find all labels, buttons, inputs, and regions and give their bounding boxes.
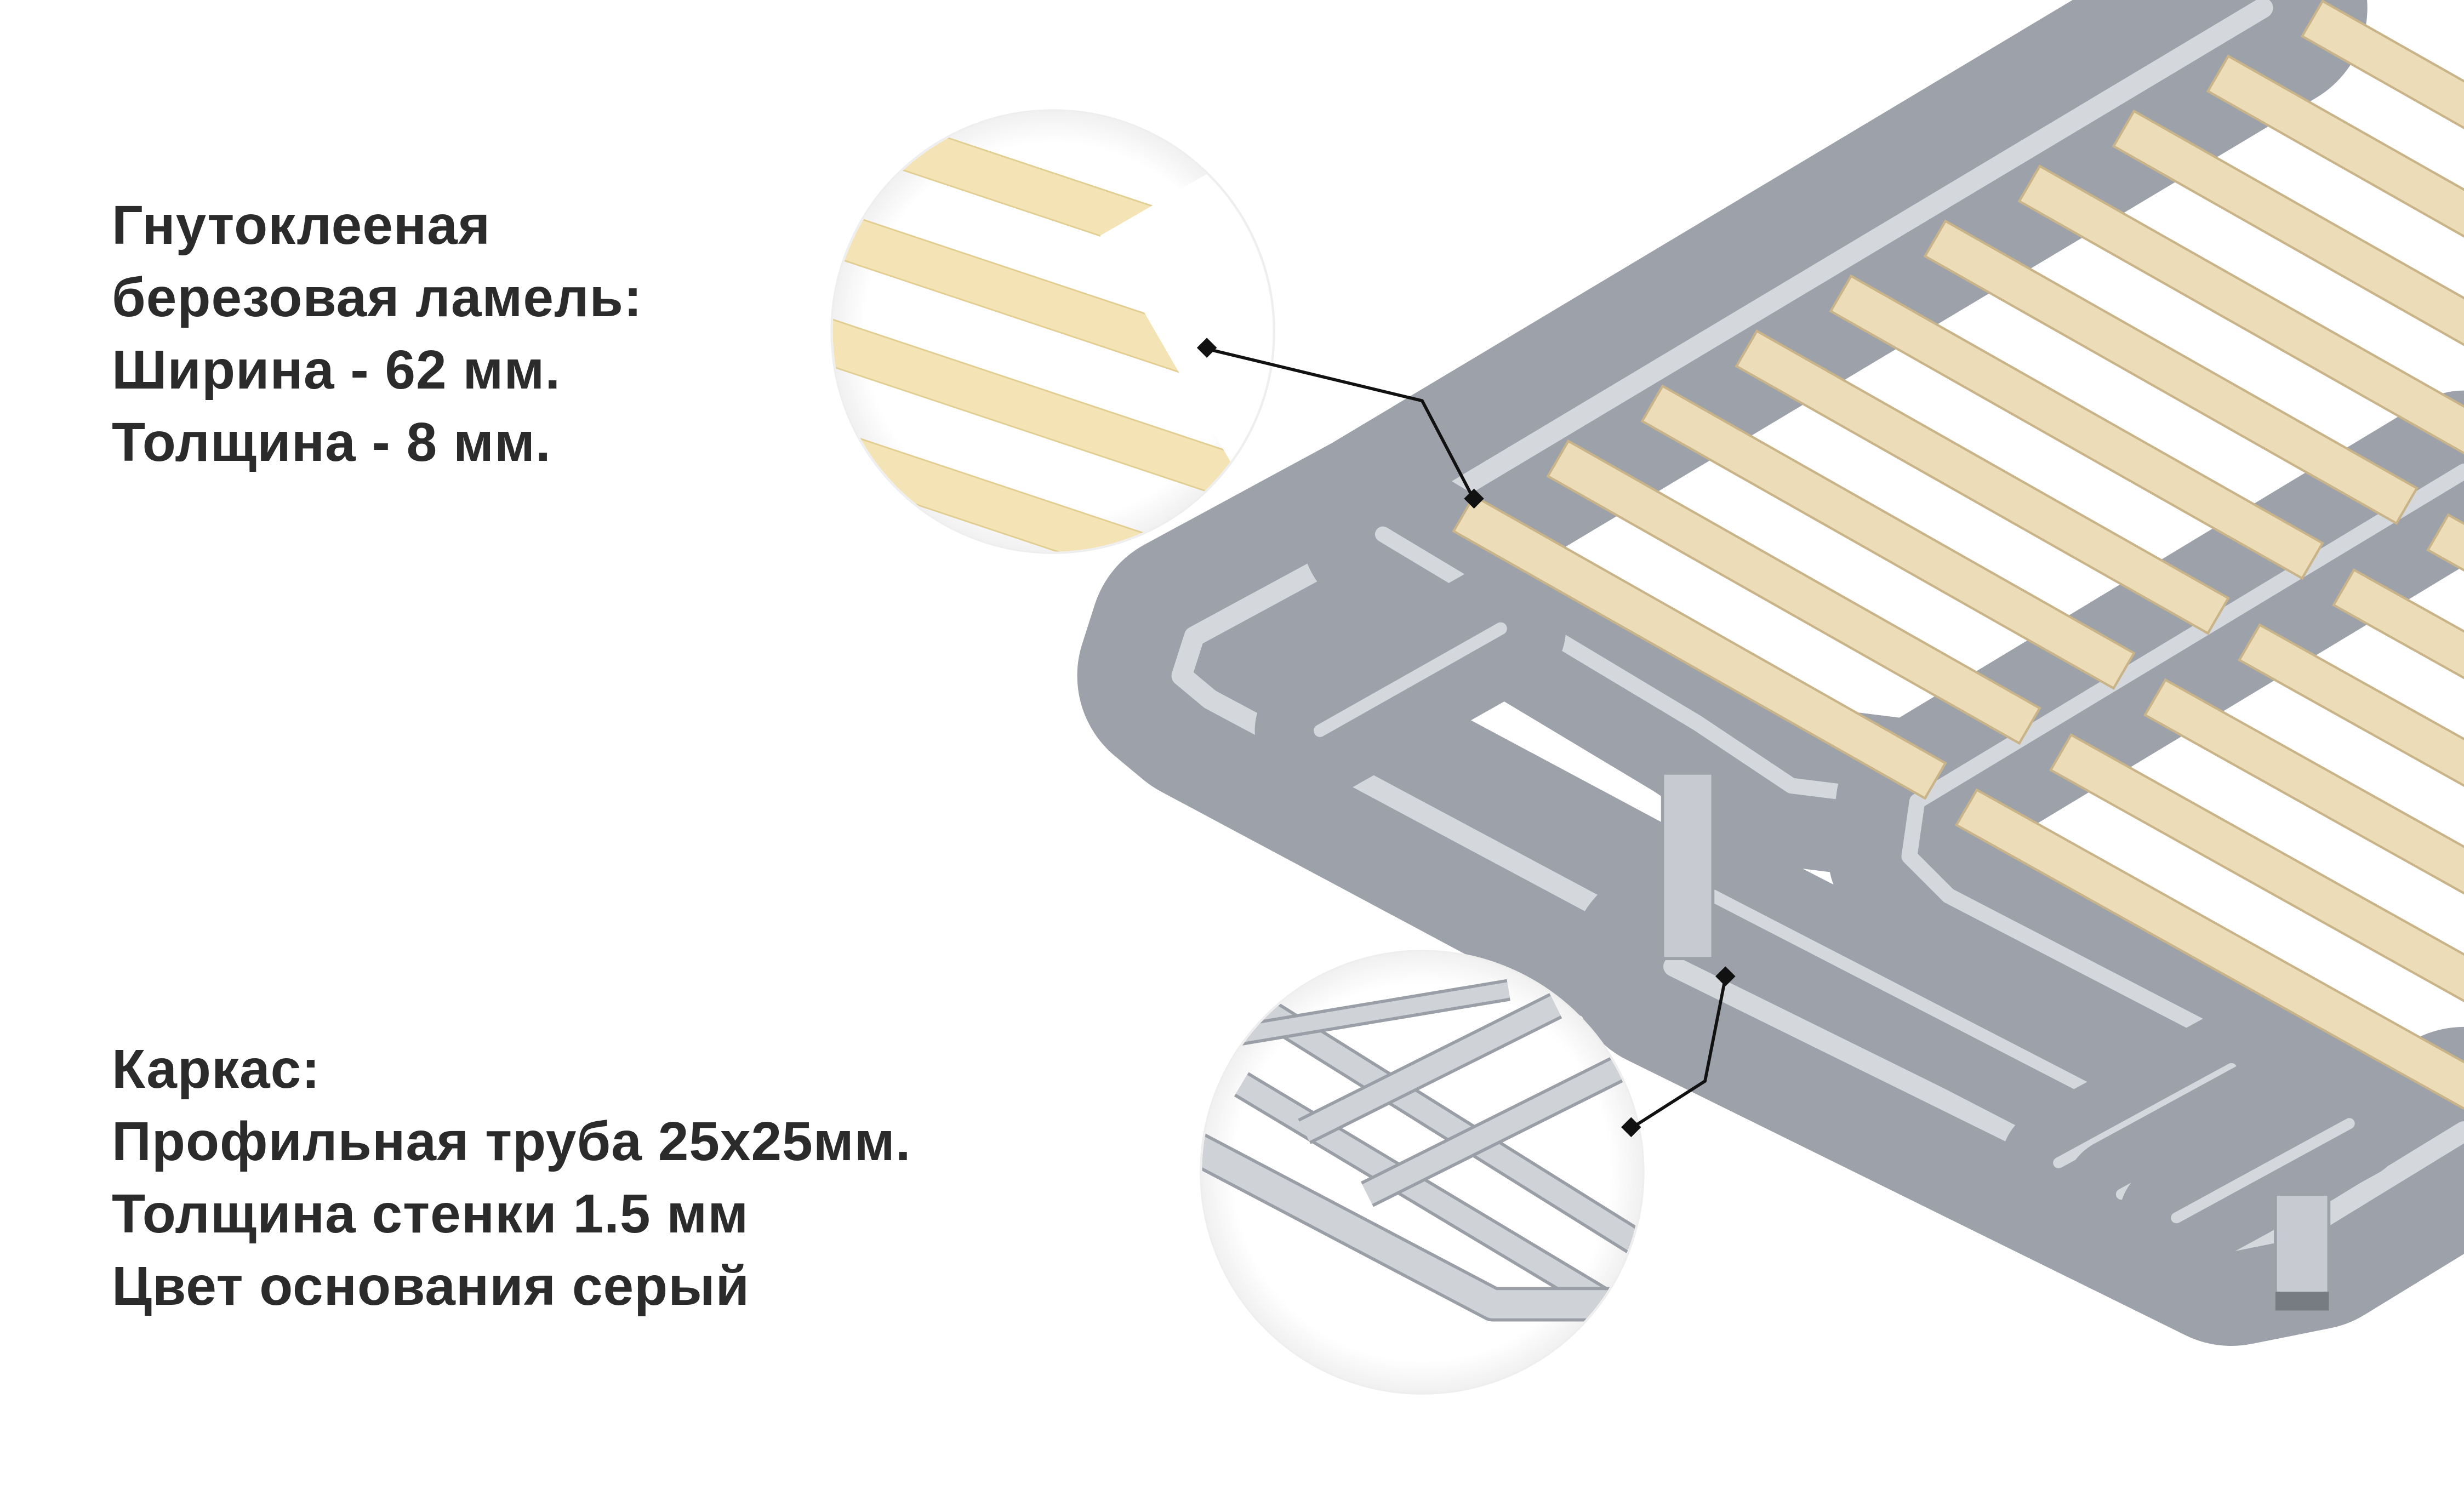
frame-crossbar [2171,1118,2355,1224]
frame-leg [2274,1192,2331,1309]
slat-thickness: Толщина - 8 мм. [112,412,551,473]
frame-front-rail [1663,956,2464,1252]
slat [1452,494,1947,800]
slat-detail-circle [830,109,1275,554]
frame-closeup [1251,996,1640,1251]
frame-detail-circle [1200,950,1645,1395]
slat [2017,164,2464,455]
slat-spec-title: Гнутоклееная [112,195,491,256]
frame-center-beam [1901,463,2464,1171]
frame-crossbar [1314,622,1507,737]
slat [2426,513,2464,572]
slat-closeup [832,313,1273,520]
slat [2300,0,2464,129]
frame-specification: Каркас: Профильная труба 25x25мм. Толщин… [112,1033,911,1322]
frame-spec-title: Каркас: [112,1038,321,1100]
leg-foot [2275,1292,2329,1311]
slat [2332,568,2464,680]
slat-width: Ширина - 62 мм. [112,339,561,401]
slat [1546,439,2041,745]
frame-tube: Профильная труба 25x25мм. [112,1111,911,1172]
slat [2049,733,2464,1002]
slat-spec-title-2: березовая ламель: [112,267,643,328]
slat-specification: Гнутоклееная березовая ламель: Ширина - … [112,189,642,478]
closeup-cut [1100,111,1273,552]
frame-crossbar [2053,1063,2237,1168]
frame-closeup [1202,1134,1642,1318]
slat [1954,788,2464,1110]
wooden-slats [1452,0,2464,1110]
frame-callout-line [1621,966,1736,1138]
frame-wall: Толщина стенки 1.5 мм [112,1183,749,1245]
slat [1640,384,2136,690]
frame-closeup [1299,996,1561,1141]
slat [2238,623,2464,787]
frame-leg [1661,771,1715,961]
frame-closeup [1224,982,1510,1045]
slat [2112,109,2464,346]
slat [1735,329,2230,635]
frame-color: Цвет основания серый [112,1255,750,1317]
slat [2206,54,2464,238]
slat [2143,678,2464,895]
metal-frame [1077,0,2464,1346]
slat [1923,219,2419,525]
frame-closeup [1362,1058,1624,1205]
slat-closeup [832,423,1273,552]
slat [1829,274,2324,580]
